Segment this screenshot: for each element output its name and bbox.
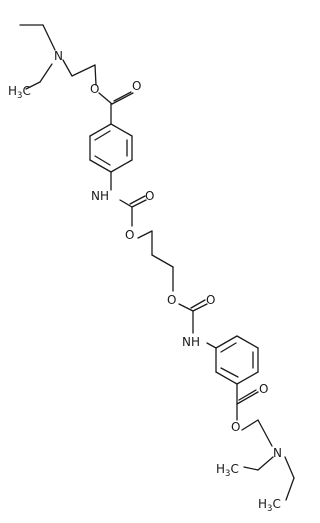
atom-h3c-top-subscript: 3: [17, 91, 22, 101]
bond: [119, 199, 133, 208]
bond: [220, 367, 239, 378]
bond: [98, 92, 113, 105]
bond: [62, 59, 73, 77]
atom-o-carbonyl-top: O: [132, 79, 141, 93]
propylene-linker: [137, 230, 174, 292]
bond: [215, 335, 238, 349]
atom-h3c-top: H3C: [8, 84, 31, 101]
bond: [42, 24, 56, 51]
bond: [220, 342, 237, 353]
bond: [178, 303, 194, 312]
bond: [257, 456, 274, 471]
bond: [137, 230, 153, 239]
atom-o-carbamate-bottom: O: [206, 293, 215, 307]
atom-n-top: N: [54, 49, 63, 63]
atom-h3c-top-c: C: [22, 84, 30, 98]
atom-h3c-bottom-2-c: C: [272, 497, 280, 511]
bottom-benzene-ring: [215, 335, 259, 385]
atom-h3c-bottom-2-subscript: 3: [267, 504, 272, 514]
bond: [25, 81, 41, 90]
bond: [190, 299, 206, 309]
bond: [236, 371, 259, 385]
bond: [110, 123, 133, 137]
bond: [206, 342, 217, 349]
atom-o-carbamate-top: O: [145, 189, 154, 203]
bond: [89, 159, 112, 173]
atom-nh-bottom: NH: [182, 335, 200, 349]
atom-o-carbonyl-bottom: O: [259, 382, 268, 396]
bond: [113, 91, 132, 102]
top-benzene-ring: [89, 123, 133, 173]
bond: [110, 159, 133, 173]
bond: [192, 303, 208, 312]
bond: [215, 371, 238, 385]
atom-h3c-top-h: H: [8, 84, 17, 98]
atom-h3c-bottom-2: H3C: [258, 497, 281, 514]
bond: [94, 155, 111, 166]
atom-h3c-bottom-1-subscript: 3: [225, 469, 230, 479]
bond: [89, 123, 112, 137]
bond: [111, 92, 134, 105]
bond: [131, 199, 147, 208]
bond: [129, 195, 146, 205]
bond: [94, 130, 111, 141]
top-diethylamino-group: [19, 24, 97, 90]
atom-o-ester-bottom: O: [231, 420, 240, 434]
bond: [39, 63, 53, 83]
bond: [236, 335, 259, 349]
bottom-carbamate-group: [178, 299, 217, 349]
atom-o-ether-bottom: O: [167, 293, 176, 307]
bond: [151, 254, 174, 268]
bond: [285, 477, 295, 501]
bottom-ester-group: [236, 383, 259, 421]
bond: [284, 456, 295, 479]
top-carbamate-group: [110, 171, 147, 227]
bottom-diethylamino-group: [241, 419, 295, 501]
atom-n-bottom: N: [273, 446, 282, 460]
atom-h3c-bottom-1-h: H: [216, 462, 225, 476]
bond: [257, 419, 273, 447]
atom-h3c-bottom-1: H3C: [216, 462, 239, 479]
bond: [71, 64, 96, 77]
atom-h3c-bottom-1-c: C: [230, 462, 238, 476]
atom-o-ether-top: O: [125, 228, 134, 242]
bond: [243, 466, 259, 471]
atom-o-ester-top: O: [90, 82, 99, 96]
bond: [94, 64, 97, 86]
bond: [238, 389, 257, 401]
top-ester-group: [98, 91, 134, 125]
atom-nh-top: NH: [91, 189, 109, 203]
bond: [236, 391, 259, 405]
atom-h3c-bottom-2-h: H: [258, 497, 267, 511]
bond: [241, 419, 259, 431]
structure-diagram: N H3C O O NH O O O O NH O O N H3C H3C: [8, 24, 295, 514]
